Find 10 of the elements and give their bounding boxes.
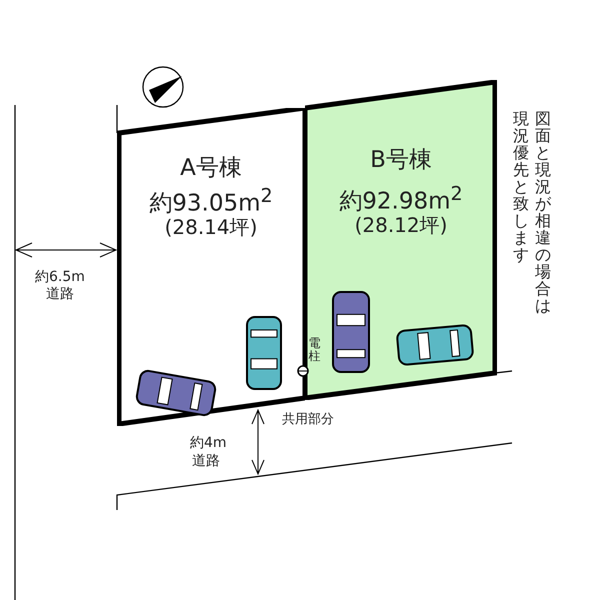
dimension-label: 約4m — [190, 434, 227, 452]
road-label: 道路 — [192, 452, 220, 470]
lot-name: B号棟 — [369, 146, 433, 175]
dimension-label: 約6.5m — [35, 268, 85, 286]
pole-label: 電柱 — [308, 337, 321, 363]
road-label: 道路 — [46, 285, 74, 303]
note-text: 図面と現況が相違の場合は現況優先と致します — [512, 110, 552, 314]
lot-name: A号棟 — [179, 154, 243, 183]
area-label: 共用部分 — [282, 411, 334, 428]
lot-plot — [305, 80, 497, 400]
